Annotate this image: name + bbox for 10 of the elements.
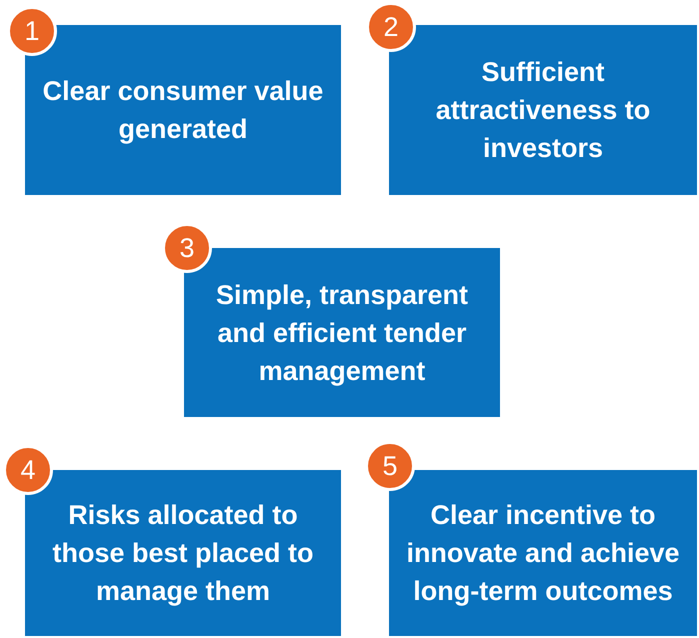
box-label: Risks allocated to those best placed to manage them [51, 499, 315, 608]
box-label: Clear incentive to innovate and achieve long-term outcomes [405, 499, 681, 608]
number-badge: 4 [3, 445, 53, 495]
number-badge: 1 [7, 6, 57, 56]
box-label: Clear consumer value generated [42, 75, 324, 146]
box-label: Simple, transparent and efficient tender management [214, 278, 470, 388]
number-badge: 5 [365, 441, 415, 491]
number-badge: 3 [162, 223, 212, 273]
number-badge: 2 [366, 2, 416, 52]
box-label: Sufficient attractiveness to investors [434, 56, 652, 165]
